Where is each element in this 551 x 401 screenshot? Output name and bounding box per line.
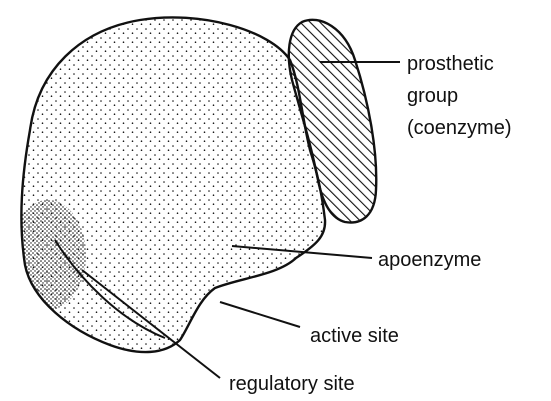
apoenzyme-shape	[10, 17, 325, 352]
regulatory-site-label: regulatory site	[229, 373, 355, 395]
prosthetic-label-line3: (coenzyme)	[407, 117, 511, 139]
active-site-leader-line	[220, 302, 300, 327]
active-site-label: active site	[310, 325, 399, 347]
apoenzyme-label: apoenzyme	[378, 249, 481, 271]
prosthetic-label-line1: prosthetic	[407, 53, 494, 75]
prosthetic-label-line2: group	[407, 85, 458, 107]
